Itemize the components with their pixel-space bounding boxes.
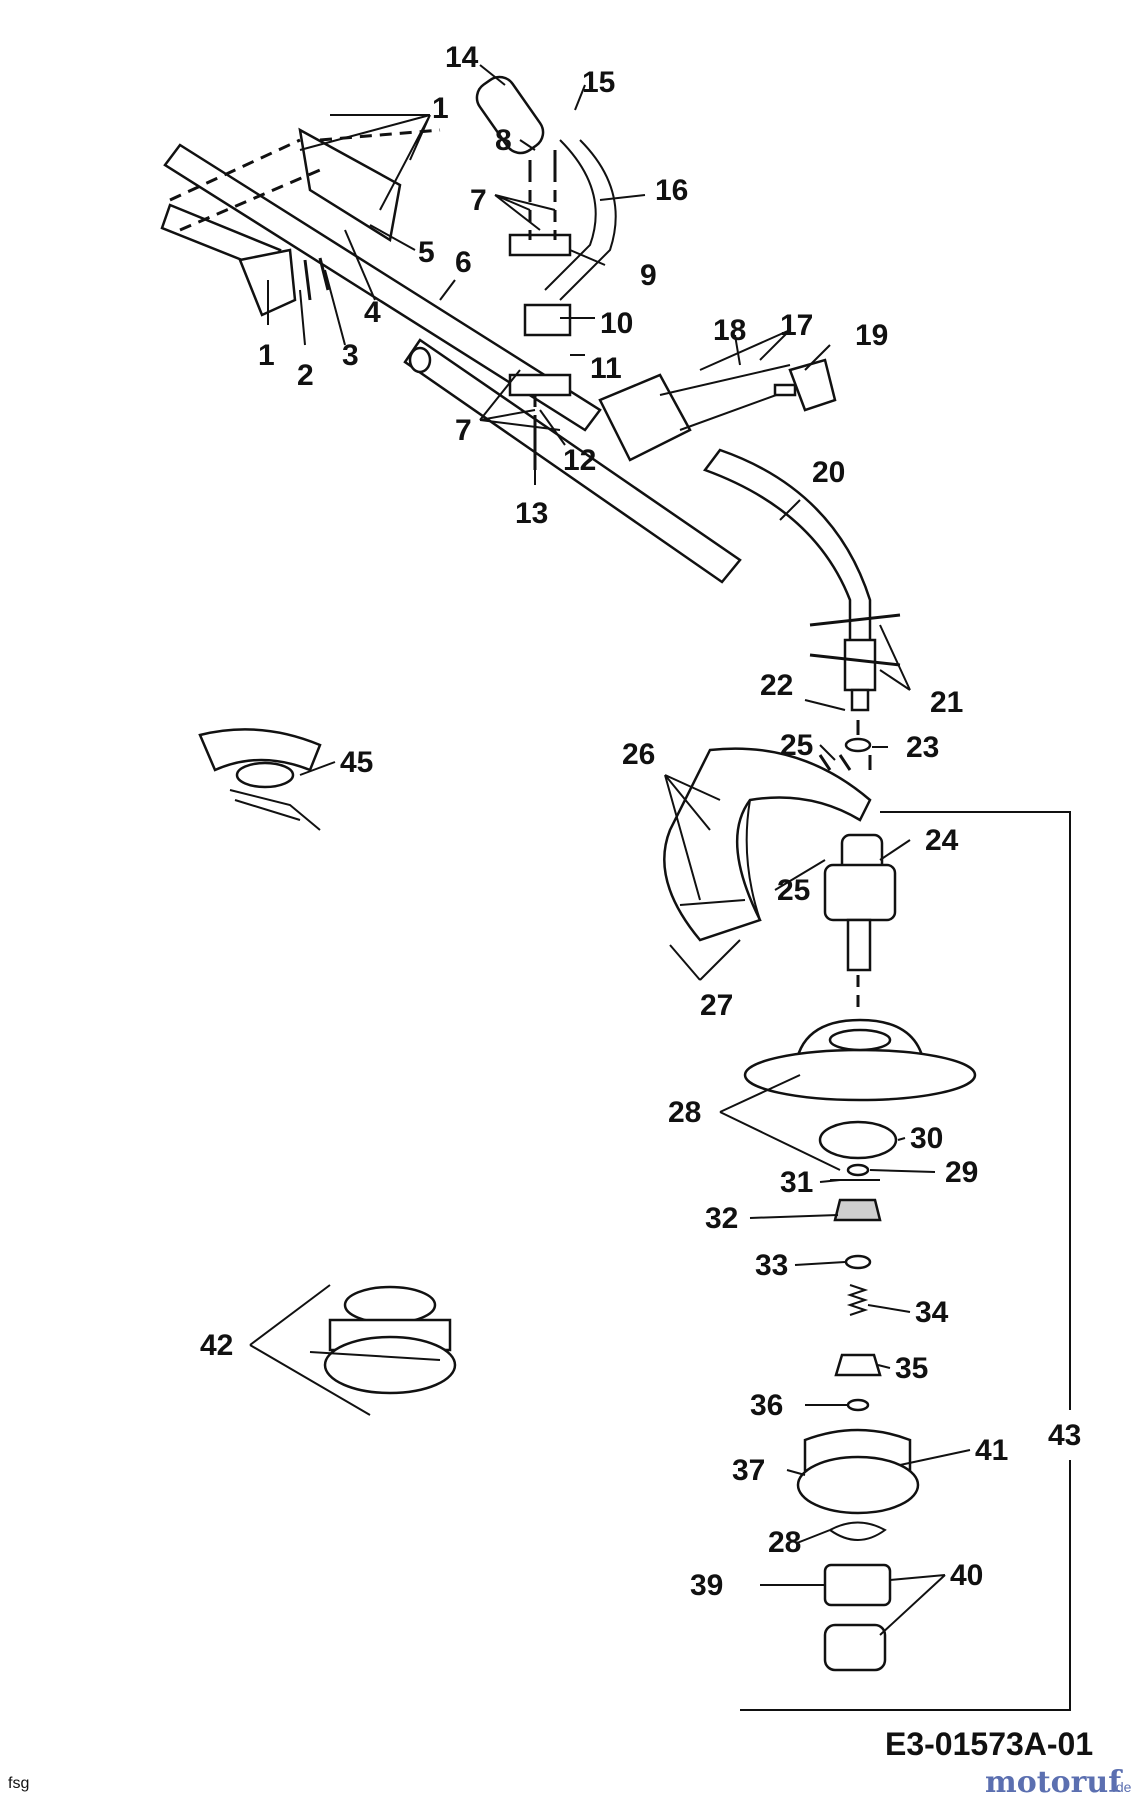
callout-22: 22: [760, 669, 793, 702]
callout-25-top: 25: [780, 729, 813, 762]
callout-39: 39: [690, 1569, 723, 1602]
callout-9: 9: [640, 259, 657, 292]
callout-labels: 1 1 2 3 4 5 6 7 7 8 9 10 11 12 13 14 15 …: [200, 41, 1081, 1602]
callout-26: 26: [622, 738, 655, 771]
spare-spool: [309, 1285, 457, 1395]
trimmer-head-stack: [743, 1018, 977, 1672]
callout-24: 24: [925, 824, 959, 857]
callout-45: 45: [340, 746, 373, 779]
callout-32: 32: [705, 1202, 738, 1235]
callout-15: 15: [582, 66, 615, 99]
callout-5: 5: [418, 236, 435, 269]
callout-28-top: 28: [668, 1096, 701, 1129]
callout-20: 20: [812, 456, 845, 489]
lower-tube: [702, 448, 901, 712]
leader-lines: [249, 64, 1071, 1711]
callout-18: 18: [713, 314, 746, 347]
callout-27: 27: [700, 989, 733, 1022]
callout-12: 12: [563, 444, 596, 477]
callout-33: 33: [755, 1249, 788, 1282]
callout-16: 16: [655, 174, 688, 207]
callout-23: 23: [906, 731, 939, 764]
callout-7-top: 7: [470, 184, 487, 217]
grass-guard: [663, 747, 872, 942]
callout-42: 42: [200, 1329, 233, 1362]
callout-19: 19: [855, 319, 888, 352]
callout-28-bottom: 28: [768, 1526, 801, 1559]
callout-41: 41: [975, 1434, 1008, 1467]
callout-8: 8: [495, 124, 512, 157]
guard-clamp: [598, 358, 837, 462]
gear-head: [818, 754, 897, 1010]
callout-4: 4: [364, 296, 381, 329]
callout-1-bottom: 1: [258, 339, 275, 372]
callout-25-mid: 25: [777, 874, 810, 907]
callout-31: 31: [780, 1166, 813, 1199]
callout-11: 11: [590, 352, 622, 385]
callout-36: 36: [750, 1389, 783, 1422]
watermark-brand: motoruf: [985, 1765, 1123, 1800]
callout-37: 37: [732, 1454, 765, 1487]
callout-10: 10: [600, 307, 633, 340]
callout-6: 6: [455, 246, 472, 279]
callout-13: 13: [515, 497, 548, 530]
callout-34: 34: [915, 1296, 949, 1329]
callout-2: 2: [297, 359, 314, 392]
handle-assembly: [160, 127, 742, 584]
callout-1-top: 1: [432, 92, 449, 125]
top-tube: [475, 75, 617, 301]
callout-7-bottom: 7: [455, 414, 472, 447]
watermark-suffix: .de: [1112, 1779, 1132, 1795]
shoulder-harness: [198, 728, 322, 831]
callout-35: 35: [895, 1352, 928, 1385]
washer-stack: [844, 720, 872, 753]
drawing-code: E3-01573A-01: [885, 1726, 1093, 1762]
footer-left-mark: fsg: [8, 1775, 29, 1792]
callout-30: 30: [910, 1122, 943, 1155]
callout-43: 43: [1048, 1419, 1081, 1452]
callout-29: 29: [945, 1156, 978, 1189]
callout-40: 40: [950, 1559, 983, 1592]
callout-3: 3: [342, 339, 359, 372]
callout-17: 17: [780, 309, 813, 342]
callout-21: 21: [930, 686, 963, 719]
callout-14: 14: [445, 41, 479, 74]
